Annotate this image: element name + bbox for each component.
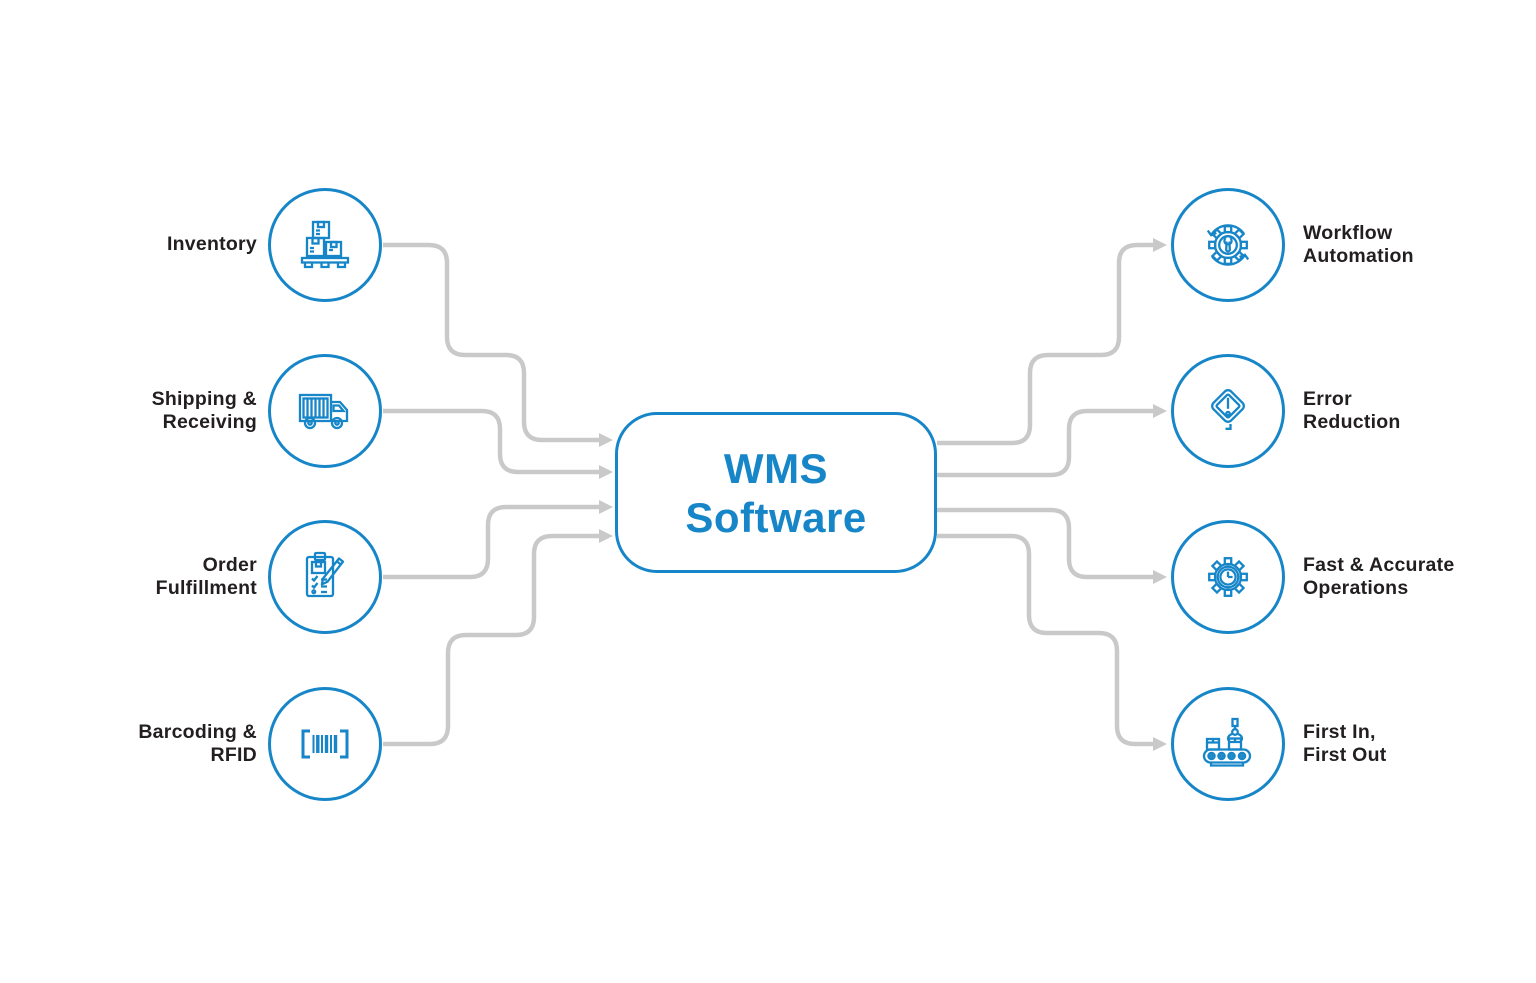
- fast-accurate-operations-label: Fast & Accurate Operations: [1303, 553, 1455, 600]
- gear-wrench-cycle-icon: [1206, 224, 1250, 266]
- connector-wms-to-error: [937, 404, 1167, 478]
- gear-clock-icon: [1208, 557, 1248, 597]
- error-reduction-label: Error Reduction: [1303, 387, 1401, 434]
- error-reduction-node: [1171, 354, 1285, 468]
- workflow-automation-node: [1171, 188, 1285, 302]
- connector-wms-to-fifo: [937, 533, 1167, 751]
- inventory-node: [268, 188, 382, 302]
- first-in-first-out-node: [1171, 687, 1285, 801]
- wms-software-box: WMS Software: [615, 412, 937, 573]
- barcode-icon: [301, 729, 349, 759]
- first-in-first-out-label: First In, First Out: [1303, 720, 1387, 767]
- order-fulfillment-label: Order Fulfillment: [155, 553, 257, 600]
- barcoding-rfid-label: Barcoding & RFID: [138, 720, 257, 767]
- connector-barcoding-to-wms: [383, 529, 613, 747]
- connector-shipping-to-wms: [383, 408, 613, 479]
- barcoding-rfid-node: [268, 687, 382, 801]
- workflow-automation-label: Workflow Automation: [1303, 221, 1414, 268]
- clipboard-pen-icon: [305, 551, 345, 598]
- shipping-receiving-node: [268, 354, 382, 468]
- connector-order-to-wms: [383, 500, 613, 580]
- fast-accurate-operations-node: [1171, 520, 1285, 634]
- pallet-boxes-icon: [300, 220, 350, 269]
- warning-diamond-icon: [1211, 389, 1245, 430]
- connector-inventory-to-wms: [383, 242, 613, 447]
- inventory-label: Inventory: [166, 233, 257, 256]
- conveyor-claw-icon: [1202, 717, 1252, 767]
- connector-wms-to-workflow: [937, 238, 1167, 446]
- wms-software-title: WMS Software: [685, 444, 867, 541]
- connector-wms-to-fast: [937, 507, 1167, 584]
- delivery-truck-icon: [298, 393, 349, 430]
- shipping-receiving-label: Shipping & Receiving: [151, 387, 257, 434]
- order-fulfillment-node: [268, 520, 382, 634]
